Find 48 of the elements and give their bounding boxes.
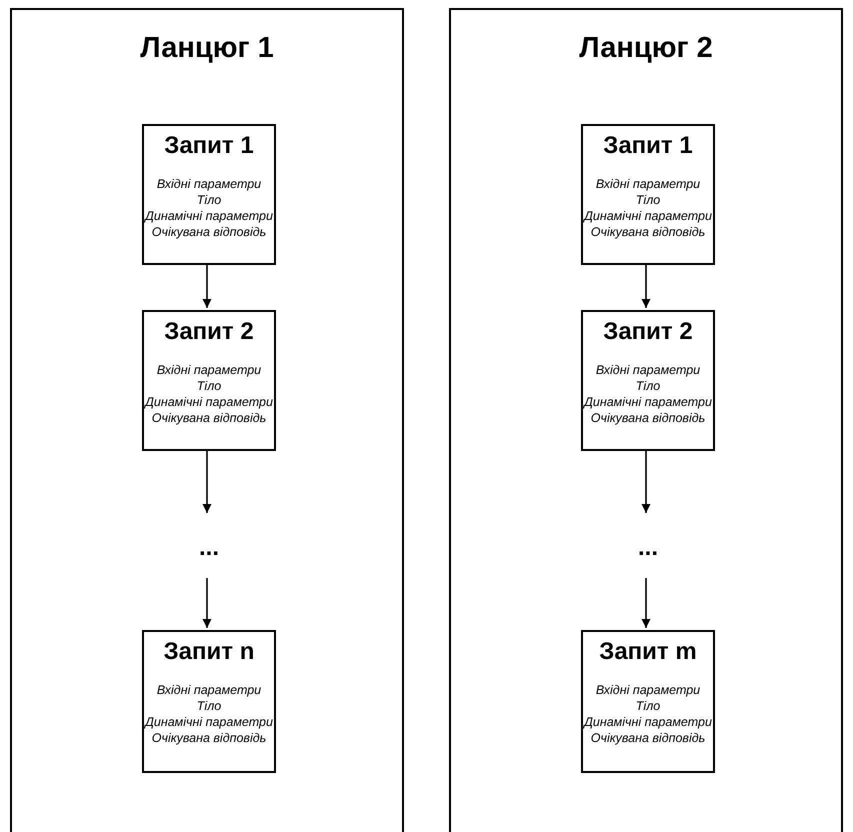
request-field: Вхідні параметри [156,362,262,378]
ellipsis-text: ... [581,515,715,580]
chain-panel [449,8,843,832]
arrow [202,578,212,628]
request-field: Очікувана відповідь [152,224,266,240]
ellipsis-text: ... [142,515,276,580]
request-field: Тіло [196,698,222,714]
request-box [142,310,276,451]
request-field: Вхідні параметри [596,176,700,192]
request-title: Запит 1 [603,132,693,160]
request-title: Запит m [599,638,697,666]
request-field: Тіло [196,378,222,394]
request-box [581,124,715,265]
request-field: Тіло [636,698,660,714]
request-field: Очікувана відповідь [152,410,266,426]
request-field: Вхідні параметри [156,682,262,698]
arrow [202,449,212,513]
request-field: Вхідні параметри [156,176,262,192]
request-box [581,310,715,451]
request-field: Динамічні параметри [145,714,273,730]
request-box [142,630,276,773]
request-field: Динамічні параметри [584,208,712,224]
arrow [642,449,650,513]
request-title: Запит 2 [603,318,693,346]
request-field: Динамічні параметри [145,208,273,224]
request-field: Вхідні параметри [596,682,700,698]
request-title: Запит n [164,638,254,666]
arrow [642,263,650,308]
request-field: Динамічні параметри [584,714,712,730]
request-box [581,630,715,773]
request-field: Вхідні параметри [596,362,700,378]
chain-title: Ланцюг 1 [139,32,275,65]
request-field: Очікувана відповідь [590,224,706,240]
request-box [142,124,276,265]
request-field: Тіло [636,192,660,208]
chain-panel [10,8,404,832]
request-title: Запит 1 [164,132,254,160]
arrow [642,578,650,628]
request-field: Очікувана відповідь [590,410,706,426]
request-field: Динамічні параметри [584,394,712,410]
request-field: Тіло [196,192,222,208]
request-field: Тіло [636,378,660,394]
request-field: Динамічні параметри [145,394,273,410]
arrow [202,263,212,308]
chain-title: Ланцюг 2 [578,32,714,65]
request-field: Очікувана відповідь [590,730,706,746]
request-title: Запит 2 [164,318,254,346]
request-field: Очікувана відповідь [152,730,266,746]
